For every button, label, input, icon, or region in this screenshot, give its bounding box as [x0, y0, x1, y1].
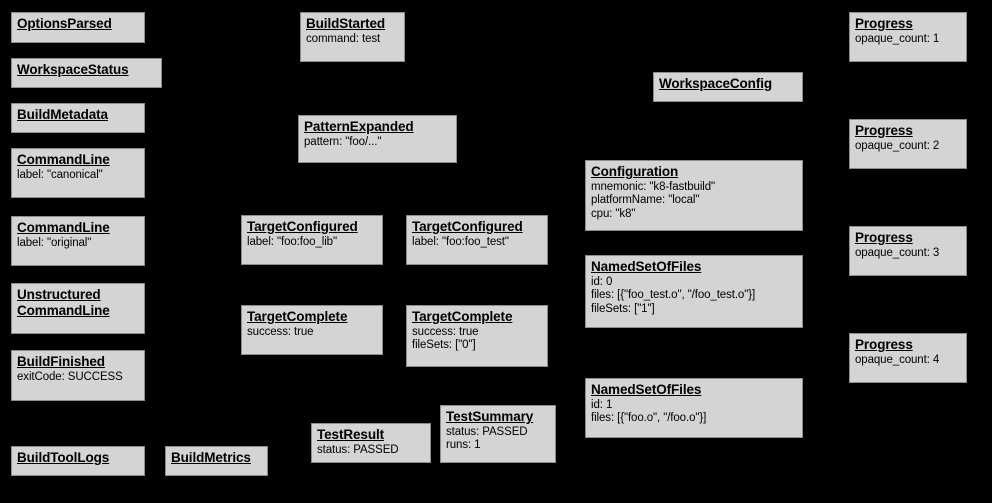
event-node-field: platformName: "local" — [591, 194, 700, 207]
event-node-field: exitCode: SUCCESS — [17, 370, 123, 383]
event-node-fields: mnemonic: "k8-fastbuild"platformName: "l… — [591, 181, 797, 222]
event-node-workspace-config[interactable]: WorkspaceConfig — [653, 72, 803, 102]
event-node-unstructured-command-line[interactable]: Unstructured CommandLine — [11, 283, 145, 334]
event-node-title: Progress — [855, 16, 913, 31]
event-node-fields: label: "foo:foo_test" — [412, 236, 542, 250]
event-node-field: opaque_count: 1 — [855, 32, 940, 45]
event-node-field: opaque_count: 2 — [855, 139, 940, 152]
event-node-field: fileSets: ["1"] — [591, 303, 655, 316]
event-node-fields: status: PASSED — [317, 444, 425, 458]
event-node-title: CommandLine — [17, 152, 110, 167]
event-node-field: label: "foo:foo_test" — [412, 235, 509, 248]
event-node-field: cpu: "k8" — [591, 208, 636, 221]
event-node-fields: opaque_count: 2 — [855, 140, 961, 154]
event-node-build-tool-logs[interactable]: BuildToolLogs — [11, 446, 145, 476]
event-node-title: WorkspaceConfig — [659, 76, 773, 91]
event-node-field: files: [{"foo.o", "/foo.o"}] — [591, 412, 707, 425]
event-node-fields: success: true — [247, 326, 377, 340]
event-node-field: label: "original" — [17, 236, 92, 249]
event-node-field: opaque_count: 3 — [855, 246, 940, 259]
event-node-title: BuildFinished — [17, 354, 105, 369]
event-node-field: pattern: "foo/..." — [304, 135, 382, 148]
event-node-title: BuildMetrics — [171, 450, 251, 465]
event-node-title: Unstructured CommandLine — [17, 287, 110, 318]
event-node-title: TargetComplete — [247, 309, 348, 324]
event-node-fields: exitCode: SUCCESS — [17, 371, 139, 385]
event-node-title: Progress — [855, 230, 913, 245]
event-node-title: TargetConfigured — [247, 219, 358, 234]
event-node-fields: label: "canonical" — [17, 169, 139, 183]
event-node-fields: pattern: "foo/..." — [304, 136, 451, 150]
event-node-field: command: test — [306, 32, 381, 45]
event-node-field: status: PASSED — [317, 443, 399, 456]
event-node-title: WorkspaceStatus — [17, 62, 129, 77]
event-node-fields: label: "foo:foo_lib" — [247, 236, 377, 250]
event-node-title: TargetComplete — [412, 309, 513, 324]
event-node-field: id: 1 — [591, 398, 613, 411]
event-node-fields: opaque_count: 1 — [855, 33, 961, 47]
event-node-title: NamedSetOfFiles — [591, 382, 702, 397]
event-node-field: runs: 1 — [446, 439, 481, 452]
event-node-fields: opaque_count: 3 — [855, 247, 961, 261]
event-node-title: OptionsParsed — [17, 16, 112, 31]
event-node-title: BuildToolLogs — [17, 450, 110, 465]
event-node-fields: opaque_count: 4 — [855, 354, 961, 368]
event-node-title: NamedSetOfFiles — [591, 259, 702, 274]
event-node-build-metadata[interactable]: BuildMetadata — [11, 103, 145, 133]
event-node-field: label: "foo:foo_lib" — [247, 235, 337, 248]
event-node-field: files: [{"foo_test.o", "/foo_test.o"}] — [591, 289, 756, 302]
event-node-fields: label: "original" — [17, 237, 139, 251]
event-node-title: TestResult — [317, 427, 385, 442]
event-node-title: CommandLine — [17, 220, 110, 235]
event-node-field: label: "canonical" — [17, 168, 103, 181]
event-node-build-metrics[interactable]: BuildMetrics — [165, 446, 268, 476]
event-node-workspace-status[interactable]: WorkspaceStatus — [11, 58, 162, 88]
event-node-options-parsed[interactable]: OptionsParsed — [11, 12, 145, 43]
event-node-title: TargetConfigured — [412, 219, 523, 234]
event-node-field: success: true — [247, 325, 314, 338]
event-node-title: BuildMetadata — [17, 107, 108, 122]
event-node-title: Progress — [855, 337, 913, 352]
event-node-field: status: PASSED — [446, 425, 528, 438]
event-node-title: BuildStarted — [306, 16, 386, 31]
event-node-fields: command: test — [306, 33, 399, 47]
event-node-title: TestSummary — [446, 409, 534, 424]
event-node-field: opaque_count: 4 — [855, 353, 940, 366]
event-node-title: Progress — [855, 123, 913, 138]
event-node-field: fileSets: ["0"] — [412, 339, 476, 352]
event-node-title: Configuration — [591, 164, 679, 179]
event-node-field: mnemonic: "k8-fastbuild" — [591, 180, 716, 193]
event-node-field: id: 0 — [591, 275, 613, 288]
event-node-title: PatternExpanded — [304, 119, 414, 134]
event-node-field: success: true — [412, 325, 479, 338]
